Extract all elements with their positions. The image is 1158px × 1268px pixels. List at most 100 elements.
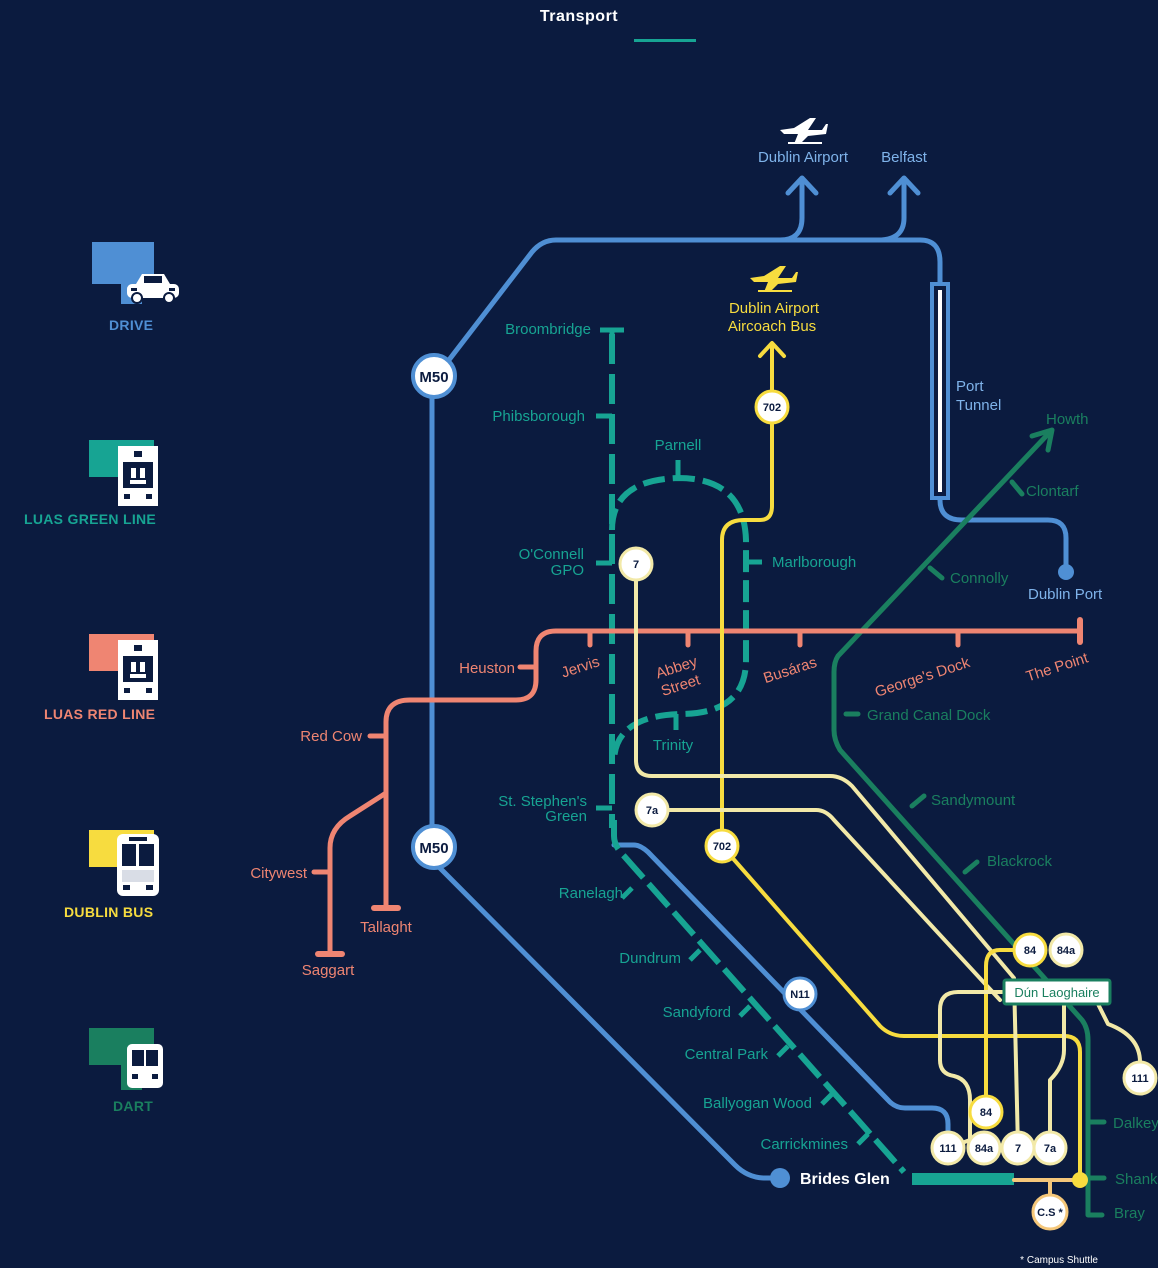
label-port-tunnel-2: Tunnel: [956, 397, 1001, 414]
airport-road: [777, 177, 805, 243]
bus-badge-7-bottom: 7: [1000, 1130, 1036, 1166]
stop-sandyford: Sandyford: [663, 1004, 731, 1021]
legend-dart: DART: [20, 1026, 180, 1136]
m50-bottom-badge: M50: [411, 824, 457, 870]
dublin-port-dot: [1058, 564, 1074, 580]
plane-icon: [780, 118, 828, 144]
bus-aircoach-arrow: [758, 341, 786, 358]
m50-top-badge: M50: [411, 353, 457, 399]
luas-green-loop: [609, 475, 749, 761]
belfast-road: [875, 177, 907, 243]
m50-south-road: [429, 857, 783, 1181]
luas-green-south: [611, 820, 907, 1174]
stop-bray: Bray: [1114, 1205, 1145, 1222]
bus-badge-84-upper: 84: [1012, 932, 1048, 968]
legend-dublin-bus-label: DUBLIN BUS: [64, 904, 154, 920]
m50-road: [429, 237, 1069, 867]
legend-luas-red: LUAS RED LINE: [20, 632, 180, 742]
stop-sandymount: Sandymount: [931, 792, 1016, 809]
label-dublin-port: Dublin Port: [1028, 586, 1103, 603]
svg-text:111: 111: [1131, 1073, 1148, 1085]
stop-central-park: Central Park: [685, 1046, 769, 1063]
stop-marlborough: Marlborough: [772, 554, 856, 571]
stop-jervis: Jervis: [559, 653, 602, 681]
legend-drive-label: DRIVE: [109, 317, 154, 333]
label-aircoach-2: Aircoach Bus: [728, 318, 816, 335]
svg-text:Dún Laoghaire: Dún Laoghaire: [1014, 985, 1099, 1000]
legend-luas-red-label: LUAS RED LINE: [44, 706, 156, 722]
svg-text:84: 84: [980, 1107, 993, 1119]
car-icon: [92, 242, 179, 304]
stop-broombridge: Broombridge: [505, 321, 591, 338]
stop-grand-canal-dock: Grand Canal Dock: [867, 707, 991, 724]
title-underline: [634, 39, 696, 42]
svg-text:7: 7: [633, 559, 639, 571]
bus-badge-7-top: 7: [618, 546, 654, 582]
dart-line: [831, 429, 1105, 1218]
bus-badge-84-lower: 84: [968, 1094, 1004, 1130]
svg-text:7: 7: [1015, 1143, 1021, 1155]
stop-heuston: Heuston: [459, 660, 515, 677]
stop-carrickmines: Carrickmines: [760, 1136, 848, 1153]
stop-parnell: Parnell: [655, 437, 702, 454]
footnote: * Campus Shuttle: [1020, 1255, 1098, 1266]
stop-phibsborough: Phibsborough: [492, 408, 585, 425]
stop-trinity: Trinity: [653, 737, 694, 754]
bus-route-7: [634, 562, 1020, 1150]
svg-text:N11: N11: [790, 989, 810, 1001]
legend-dublin-bus: DUBLIN BUS: [20, 828, 180, 938]
luas-red-main: [383, 628, 1083, 911]
svg-text:702: 702: [713, 841, 731, 853]
stop-stephens-1: St. Stephen's: [498, 793, 587, 810]
stop-saggart: Saggart: [302, 962, 355, 979]
bus-route-84: [984, 948, 1032, 1116]
svg-text:M50: M50: [419, 369, 448, 386]
n11-road: [611, 842, 951, 1143]
luas-red-citywest: [327, 790, 389, 955]
stop-howth: Howth: [1046, 411, 1089, 428]
bus-route-7a: [650, 808, 1002, 1002]
bus-badge-702-mid: 702: [704, 828, 740, 864]
label-brides-glen: Brides Glen: [800, 1171, 890, 1188]
stop-blackrock: Blackrock: [987, 853, 1053, 870]
svg-text:702: 702: [763, 402, 781, 414]
stop-ballyogan: Ballyogan Wood: [703, 1095, 812, 1112]
plane-icon: [750, 266, 798, 292]
svg-text:84a: 84a: [975, 1143, 994, 1155]
bus-badge-111-right: 111: [1122, 1060, 1158, 1096]
stop-stephens-2: Green: [545, 808, 587, 825]
stop-busaras: Busáras: [761, 654, 819, 687]
stop-connolly: Connolly: [950, 570, 1009, 587]
dart-howth-arrow: [1029, 427, 1055, 453]
stop-georges-dock: George's Dock: [873, 654, 973, 701]
bus-badge-84a-bottom: 84a: [966, 1130, 1002, 1166]
bus-badge-702-top: 702: [754, 389, 790, 425]
stop-citywest: Citywest: [250, 865, 308, 882]
tram-icon: [89, 634, 158, 700]
n11-badge: N11: [782, 976, 818, 1012]
bus-route-702-north: [720, 342, 774, 848]
belfast-arrow: [887, 175, 921, 196]
page-title: Transport: [539, 8, 619, 25]
svg-text:C.S *: C.S *: [1037, 1207, 1063, 1219]
label-aircoach-1: Dublin Airport: [729, 300, 820, 317]
stop-dundrum: Dundrum: [619, 950, 681, 967]
legend-luas-green: LUAS GREEN LINE: [0, 438, 170, 548]
svg-text:M50: M50: [419, 840, 448, 857]
stop-the-point: The Point: [1024, 649, 1091, 685]
bus-badge-7a-mid: 7a: [634, 792, 670, 828]
stop-tallaght: Tallaght: [360, 919, 413, 936]
svg-text:111: 111: [939, 1143, 956, 1155]
legend-luas-green-label: LUAS GREEN LINE: [24, 511, 157, 527]
stop-oconnell-2: GPO: [551, 562, 584, 579]
bus-badge-cs: C.S *: [1031, 1193, 1069, 1231]
svg-text:7a: 7a: [1044, 1143, 1057, 1155]
stop-oconnell-1: O'Connell: [519, 546, 584, 563]
legend-drive: DRIVE: [22, 240, 182, 350]
legend-dart-label: DART: [113, 1098, 154, 1114]
stop-ranelagh: Ranelagh: [559, 885, 623, 902]
svg-text:84a: 84a: [1057, 945, 1076, 957]
dublin-airport-arrow: [785, 175, 819, 196]
